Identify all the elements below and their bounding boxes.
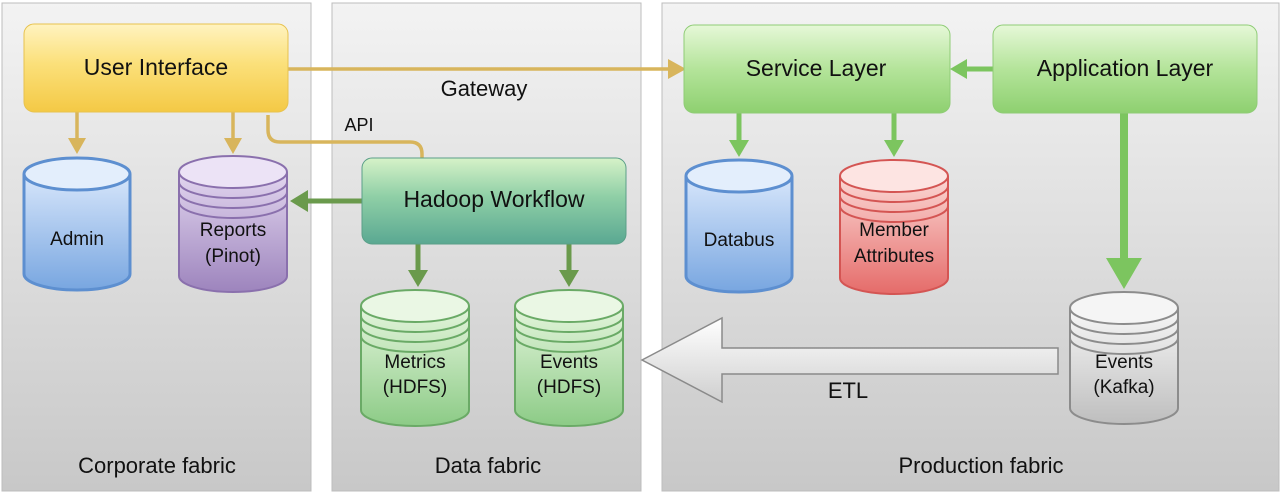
member-attributes-database: Member Attributes bbox=[839, 159, 949, 295]
reports-label-line1: Reports bbox=[200, 220, 267, 241]
hadoop-workflow-box: Hadoop Workflow bbox=[361, 157, 627, 245]
events-hdfs-label-line1: Events bbox=[540, 352, 598, 373]
events-kafka-label-line2: (Kafka) bbox=[1093, 377, 1154, 398]
hadoop-to-reports-arrow bbox=[290, 190, 362, 212]
service-layer-label: Service Layer bbox=[746, 55, 887, 81]
metrics-label-line1: Metrics bbox=[384, 352, 445, 373]
gateway-connector bbox=[288, 59, 686, 79]
hadoop-to-events-arrow bbox=[559, 244, 579, 287]
user-interface-label: User Interface bbox=[84, 54, 228, 80]
panel-label-data: Data fabric bbox=[435, 453, 541, 478]
member-attributes-label-line2: Attributes bbox=[854, 246, 934, 267]
api-label: API bbox=[344, 115, 373, 135]
ui-to-admin-arrow bbox=[68, 112, 86, 154]
member-attributes-label-line1: Member bbox=[859, 220, 929, 241]
metrics-label-line2: (HDFS) bbox=[383, 377, 447, 398]
etl-arrow bbox=[640, 316, 1059, 404]
panel-label-corporate: Corporate fabric bbox=[78, 453, 236, 478]
events-hdfs-label-line2: (HDFS) bbox=[537, 377, 601, 398]
service-layer-box: Service Layer bbox=[683, 24, 951, 114]
admin-label: Admin bbox=[50, 229, 104, 250]
service-to-databus-arrow bbox=[729, 112, 749, 157]
api-connector bbox=[266, 115, 424, 160]
events-kafka-database: Events (Kafka) bbox=[1069, 291, 1179, 425]
hadoop-workflow-label: Hadoop Workflow bbox=[403, 186, 584, 212]
reports-database: Reports (Pinot) bbox=[178, 155, 288, 293]
hadoop-to-metrics-arrow bbox=[408, 244, 428, 287]
databus-database: Databus bbox=[684, 158, 794, 294]
panel-label-production: Production fabric bbox=[898, 453, 1063, 478]
admin-database: Admin bbox=[22, 156, 132, 292]
etl-label: ETL bbox=[828, 378, 868, 403]
application-to-service-arrow bbox=[950, 59, 995, 79]
reports-label-line2: (Pinot) bbox=[205, 246, 261, 267]
application-layer-label: Application Layer bbox=[1037, 55, 1214, 81]
metrics-hdfs-database: Metrics (HDFS) bbox=[360, 289, 470, 427]
ui-to-reports-arrow bbox=[224, 112, 242, 154]
events-hdfs-database: Events (HDFS) bbox=[514, 289, 624, 427]
events-kafka-label-line1: Events bbox=[1095, 352, 1153, 373]
application-layer-box: Application Layer bbox=[992, 24, 1258, 114]
user-interface-box: User Interface bbox=[23, 23, 289, 113]
service-to-member-arrow bbox=[884, 112, 904, 157]
application-to-kafka-arrow bbox=[1106, 112, 1142, 289]
databus-label: Databus bbox=[704, 230, 775, 251]
gateway-label: Gateway bbox=[441, 76, 528, 101]
